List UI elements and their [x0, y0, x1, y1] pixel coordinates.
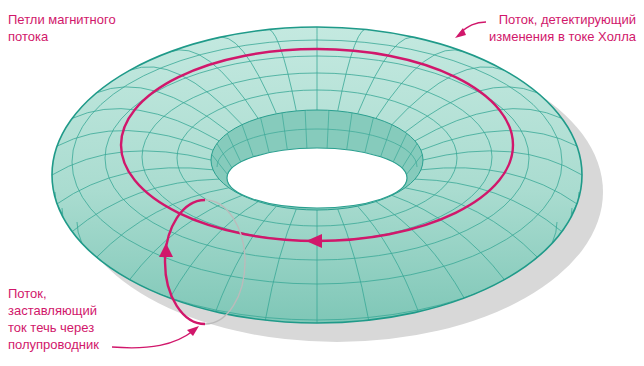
- meridian-line: [421, 168, 577, 214]
- latitude-line: [62, 208, 572, 326]
- meridian-line: [415, 109, 562, 141]
- annotation-label: Петли магнитного потока: [8, 11, 143, 45]
- meridian-line: [415, 179, 562, 242]
- arrowhead: [187, 326, 199, 336]
- meridian-line: [216, 206, 277, 322]
- torus-outline: [52, 27, 582, 323]
- meridian-line: [52, 151, 211, 175]
- latitude-line: [77, 222, 557, 326]
- torus-hole: [227, 148, 407, 208]
- inner-line: [217, 144, 232, 169]
- latitude-line: [72, 40, 562, 284]
- meridian-line: [265, 209, 296, 330]
- latitude-line: [177, 90, 457, 226]
- inner-line: [381, 125, 392, 157]
- meridian-line: [421, 131, 577, 151]
- flux-loop-poloidal: [165, 200, 205, 324]
- meridian-line: [72, 109, 219, 141]
- meridian-line: [376, 202, 464, 309]
- annotation-label: Поток, детектирующий изменения в токе Хо…: [488, 11, 636, 45]
- meridian-line: [317, 26, 318, 110]
- inner-wall: [211, 110, 423, 210]
- inner-line: [393, 133, 407, 162]
- meridian-line: [216, 37, 277, 114]
- label-box: Поток, заставляющий ток течь через полуп…: [8, 285, 113, 353]
- arrowhead: [306, 234, 322, 248]
- leader-line: [112, 331, 193, 348]
- meridian-line: [72, 179, 219, 242]
- inner-line: [227, 133, 241, 162]
- meridian-line: [358, 206, 419, 322]
- label-box: Петли магнитного потока: [8, 11, 143, 45]
- flux-loop-hidden: [205, 200, 245, 324]
- meridian-line: [57, 131, 213, 151]
- meridian-line: [392, 67, 504, 125]
- latitude-line: [55, 192, 579, 320]
- meridian-line: [338, 209, 369, 330]
- meridian-line: [405, 188, 537, 267]
- meridian-line: [57, 168, 213, 214]
- label-box: Поток, детектирующий изменения в токе Хо…: [488, 11, 636, 45]
- mesh-lines: [52, 26, 582, 333]
- arrowhead: [455, 28, 466, 38]
- annotation-label: Поток, заставляющий ток течь через полуп…: [8, 285, 113, 353]
- latitude-line: [142, 73, 492, 241]
- meridian-line: [423, 151, 582, 175]
- inner-line: [242, 125, 253, 157]
- meridian-line: [317, 210, 318, 333]
- latitude-line: [105, 56, 529, 260]
- arrowhead: [159, 243, 173, 257]
